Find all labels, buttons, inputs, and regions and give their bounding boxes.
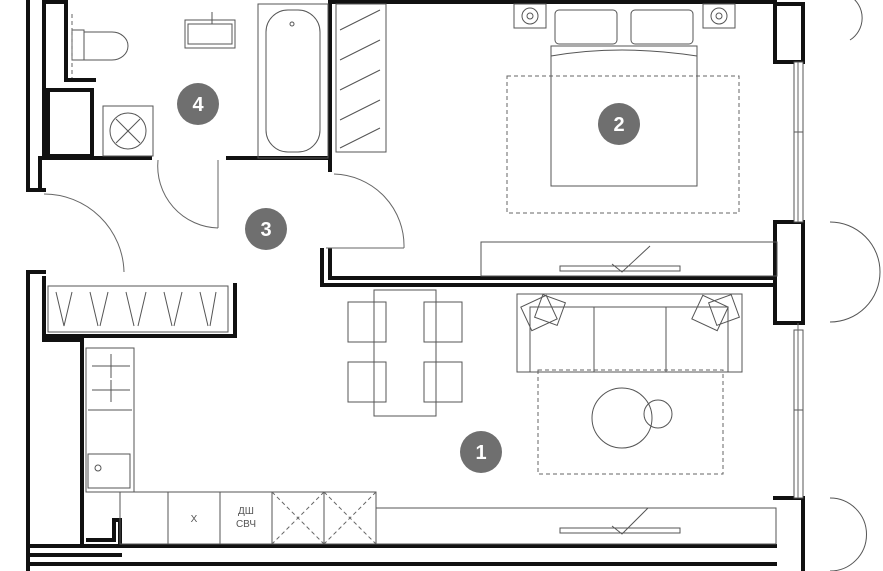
chair (423, 301, 463, 343)
bed (550, 9, 698, 187)
room-number-1: 1 (475, 442, 486, 464)
room-number-3: 3 (260, 219, 271, 241)
chair (347, 361, 387, 403)
bottom-wall (26, 544, 777, 566)
room-badge-2: 2 (598, 103, 640, 145)
chair (347, 301, 387, 343)
cabinet-1 (271, 491, 325, 545)
dishwasher-unit (219, 491, 273, 545)
nightstand-left (513, 3, 547, 29)
bath-inner-wall (64, 8, 96, 82)
chair (423, 361, 463, 403)
windows (793, 61, 804, 499)
balcony-arc-3 (829, 497, 867, 571)
sofa (516, 293, 743, 373)
hallway-wardrobe (47, 285, 229, 333)
bath-shaft (46, 88, 94, 158)
top-wall (328, 0, 777, 172)
bedroom-wardrobe (335, 3, 387, 153)
room-badge-4: 4 (177, 83, 219, 125)
washing-machine (102, 105, 154, 157)
nightstand-right (702, 3, 736, 29)
living-area (375, 293, 777, 545)
living-tv-stand (375, 507, 777, 545)
kitchen-sink (87, 453, 131, 489)
dining-set (347, 289, 463, 417)
dining-table (373, 289, 437, 417)
corner-cabinet (119, 491, 169, 545)
dishwasher-label: ДШ (238, 506, 254, 517)
microwave-label: СВЧ (236, 519, 256, 530)
bath-door-arc (157, 159, 219, 229)
bedroom-rug (506, 75, 740, 214)
coffee-table (591, 387, 673, 449)
living-rug (537, 369, 724, 475)
cabinet-2 (323, 491, 377, 545)
appliance-labels: Х ДШ СВЧ (191, 506, 256, 530)
right-column-top (773, 2, 805, 64)
bedroom-door-arc (333, 173, 405, 249)
kitchen-left-wall (80, 338, 122, 548)
balcony-arc-1 (849, 0, 863, 41)
bath-bottom-wall (38, 156, 332, 192)
wardrobe-walls (42, 276, 237, 342)
right-column-mid (773, 220, 805, 325)
entrance-door-arc (43, 193, 125, 273)
balcony-arcs (829, 0, 881, 571)
room-badge-3: 3 (245, 208, 287, 250)
balcony-arc-2 (829, 221, 881, 323)
room-number-4: 4 (192, 94, 204, 116)
top-left-wall (42, 0, 68, 12)
right-column-bottom (773, 496, 805, 571)
sink (184, 12, 236, 49)
bathroom-fixtures (46, 3, 329, 159)
toilet (71, 14, 129, 78)
bedroom-furniture (335, 3, 778, 277)
room-badge-1: 1 (460, 431, 502, 473)
bathtub (257, 3, 329, 159)
kitchen (85, 347, 377, 545)
kitchen-counter (85, 347, 135, 493)
bedroom-bottom-wall (320, 248, 777, 287)
fridge-label: Х (191, 514, 198, 525)
room-number-2: 2 (613, 114, 624, 136)
cooktop (88, 354, 132, 411)
doors (43, 159, 405, 273)
bedroom-tv-stand (480, 241, 778, 277)
